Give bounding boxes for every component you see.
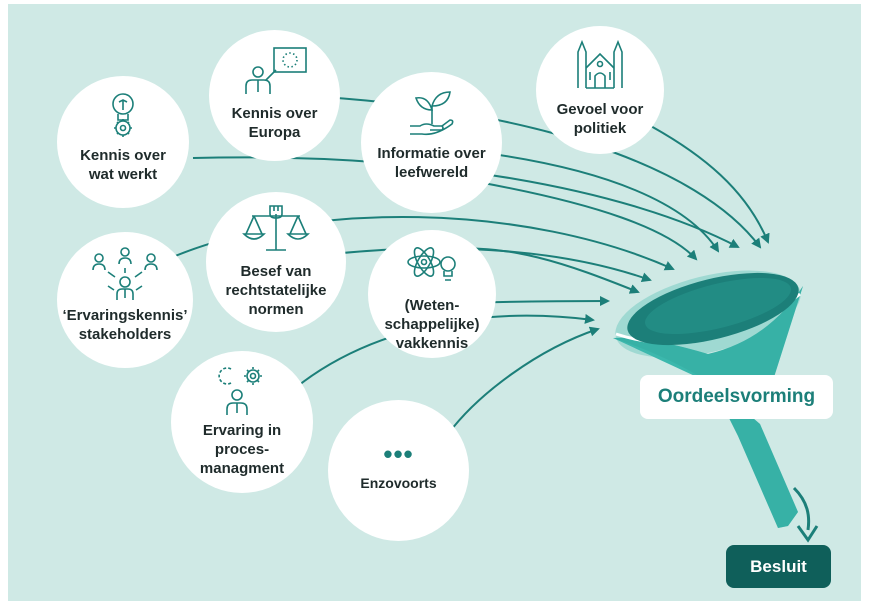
label-besef-normen: Besef van rechtstatelijke normen — [225, 263, 327, 318]
arrow-leefwereld-1 — [477, 151, 720, 253]
atom-lightbulb-icon — [407, 247, 456, 281]
person-gears-icon — [218, 367, 262, 415]
ellipsis-icon: ••• — [383, 439, 414, 469]
people-network-icon — [92, 247, 158, 300]
arrow-politiek — [627, 113, 770, 244]
scales-fist-icon — [242, 205, 310, 251]
bubble-ervaringskennis: ‘Ervaringskennis’ stakeholders — [57, 232, 193, 368]
bubble-besef-normen: Besef van rechtstatelijke normen — [206, 192, 346, 332]
bubble-kennis-europa: Kennis over Europa — [209, 30, 340, 161]
label-informatie-leefwereld: Informatie over leefwereld — [377, 145, 486, 181]
bubble-ervaring-proces: Ervaring in proces- managment — [171, 351, 313, 493]
label-vakkennis: (Weten- schappelijke) vakkennis — [384, 297, 480, 352]
funnel — [613, 270, 803, 528]
label-gevoel-politiek: Gevoel voor politiek — [556, 101, 644, 137]
bubble-enzovoorts: ••• Enzovoorts — [328, 400, 469, 541]
plant-in-hand-icon — [409, 91, 453, 136]
label-enzovoorts: Enzovoorts — [360, 475, 437, 491]
bubble-gevoel-politiek: Gevoel voor politiek — [536, 26, 664, 154]
bubble-vakkennis: (Weten- schappelijke) vakkennis — [368, 230, 496, 358]
arrow-leefwereld-2 — [477, 181, 698, 261]
label-kennis-wat-werkt: Kennis over wat werkt — [80, 147, 166, 183]
bubble-kennis-wat-werkt: Kennis over wat werkt — [57, 76, 189, 208]
besluit-arrow — [792, 486, 811, 531]
parliament-building-icon — [577, 39, 623, 89]
bubble-informatie-leefwereld: Informatie over leefwereld — [361, 72, 502, 213]
besluit-label: Besluit — [726, 545, 831, 588]
lightbulb-gear-icon — [112, 93, 134, 137]
presenter-eu-flag-icon — [244, 47, 307, 94]
arrow-enzovoorts — [447, 326, 600, 435]
label-ervaring-proces: Ervaring in proces- managment — [199, 422, 285, 477]
label-kennis-europa: Kennis over Europa — [231, 105, 318, 141]
oordeelsvorming-label: Oordeelsvorming — [640, 375, 833, 419]
besluit-arrowhead — [796, 525, 819, 543]
label-ervaringskennis: ‘Ervaringskennis’ stakeholders — [62, 307, 188, 343]
diagram-canvas: Kennis over wat werkt Kennis over Europa — [8, 4, 861, 601]
